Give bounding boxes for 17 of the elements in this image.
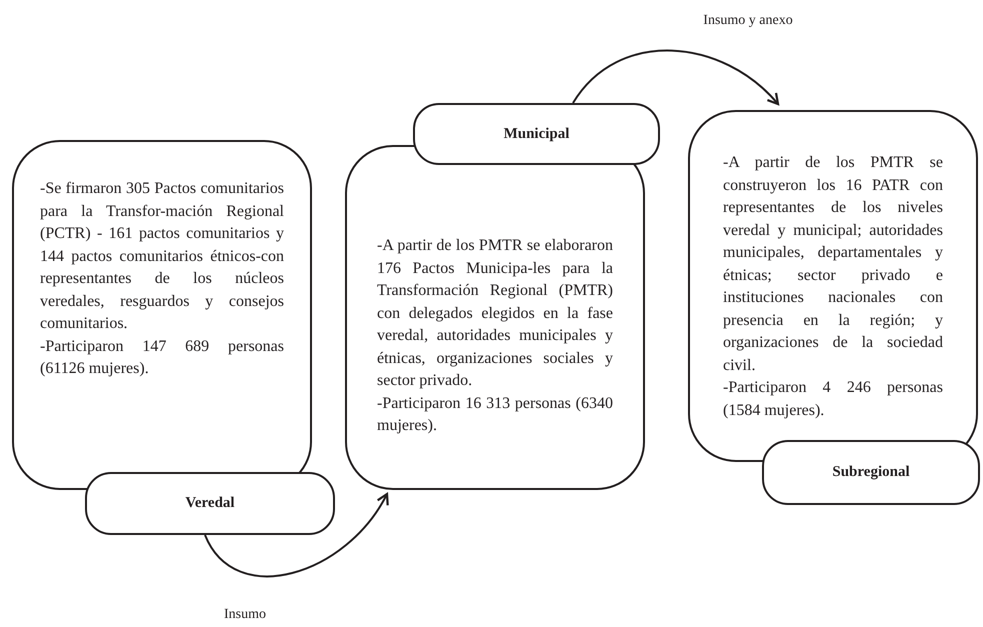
curved-arrow — [572, 50, 780, 106]
tab-title: Veredal — [185, 494, 235, 514]
description-text: -A partir de los PMTR se construyeron los 16 PATR con representantes de los niveles veredal y municipal; autoridades municipales, departamentales y étnicas; sector privado e instituciones nacionales con presencia en la región; y organizaciones de la sociedad civil. — [723, 153, 943, 376]
rounded-text-box — [345, 145, 645, 490]
description-text: -A partir de los PMTR se elaboraron 176 Pactos Municipa-les para la Transformación Regional (PMTR) con delegados elegidos en la fase veredal, autoridades municipales y étnicas, organizaciones sociales y sector privado. — [377, 236, 613, 391]
curved-arrow — [204, 492, 388, 578]
description-text: -Participaron 16 313 personas (6340 mujeres). — [377, 394, 613, 436]
description-text: -Participaron 4 246 personas (1584 mujeres). — [723, 378, 943, 420]
description-text: -Se firmaron 305 Pactos comunitarios para la Transfor-mación Regional (PCTR) - 161 pactos comunitarios y 144 pactos comunitarios étnicos-con representantes de los núcleos veredales, resguardos y consejos comunitarios. — [40, 179, 284, 334]
rounded-text-box — [688, 110, 978, 462]
description-text: -Participaron 147 689 personas (61126 mujeres). — [40, 336, 284, 379]
label-tab — [762, 440, 980, 505]
label-tab — [85, 472, 335, 535]
rounded-text-box — [12, 140, 312, 490]
tab-title: Subregional — [832, 463, 910, 482]
tab-title: Municipal — [504, 124, 570, 144]
label-tab — [413, 103, 660, 165]
